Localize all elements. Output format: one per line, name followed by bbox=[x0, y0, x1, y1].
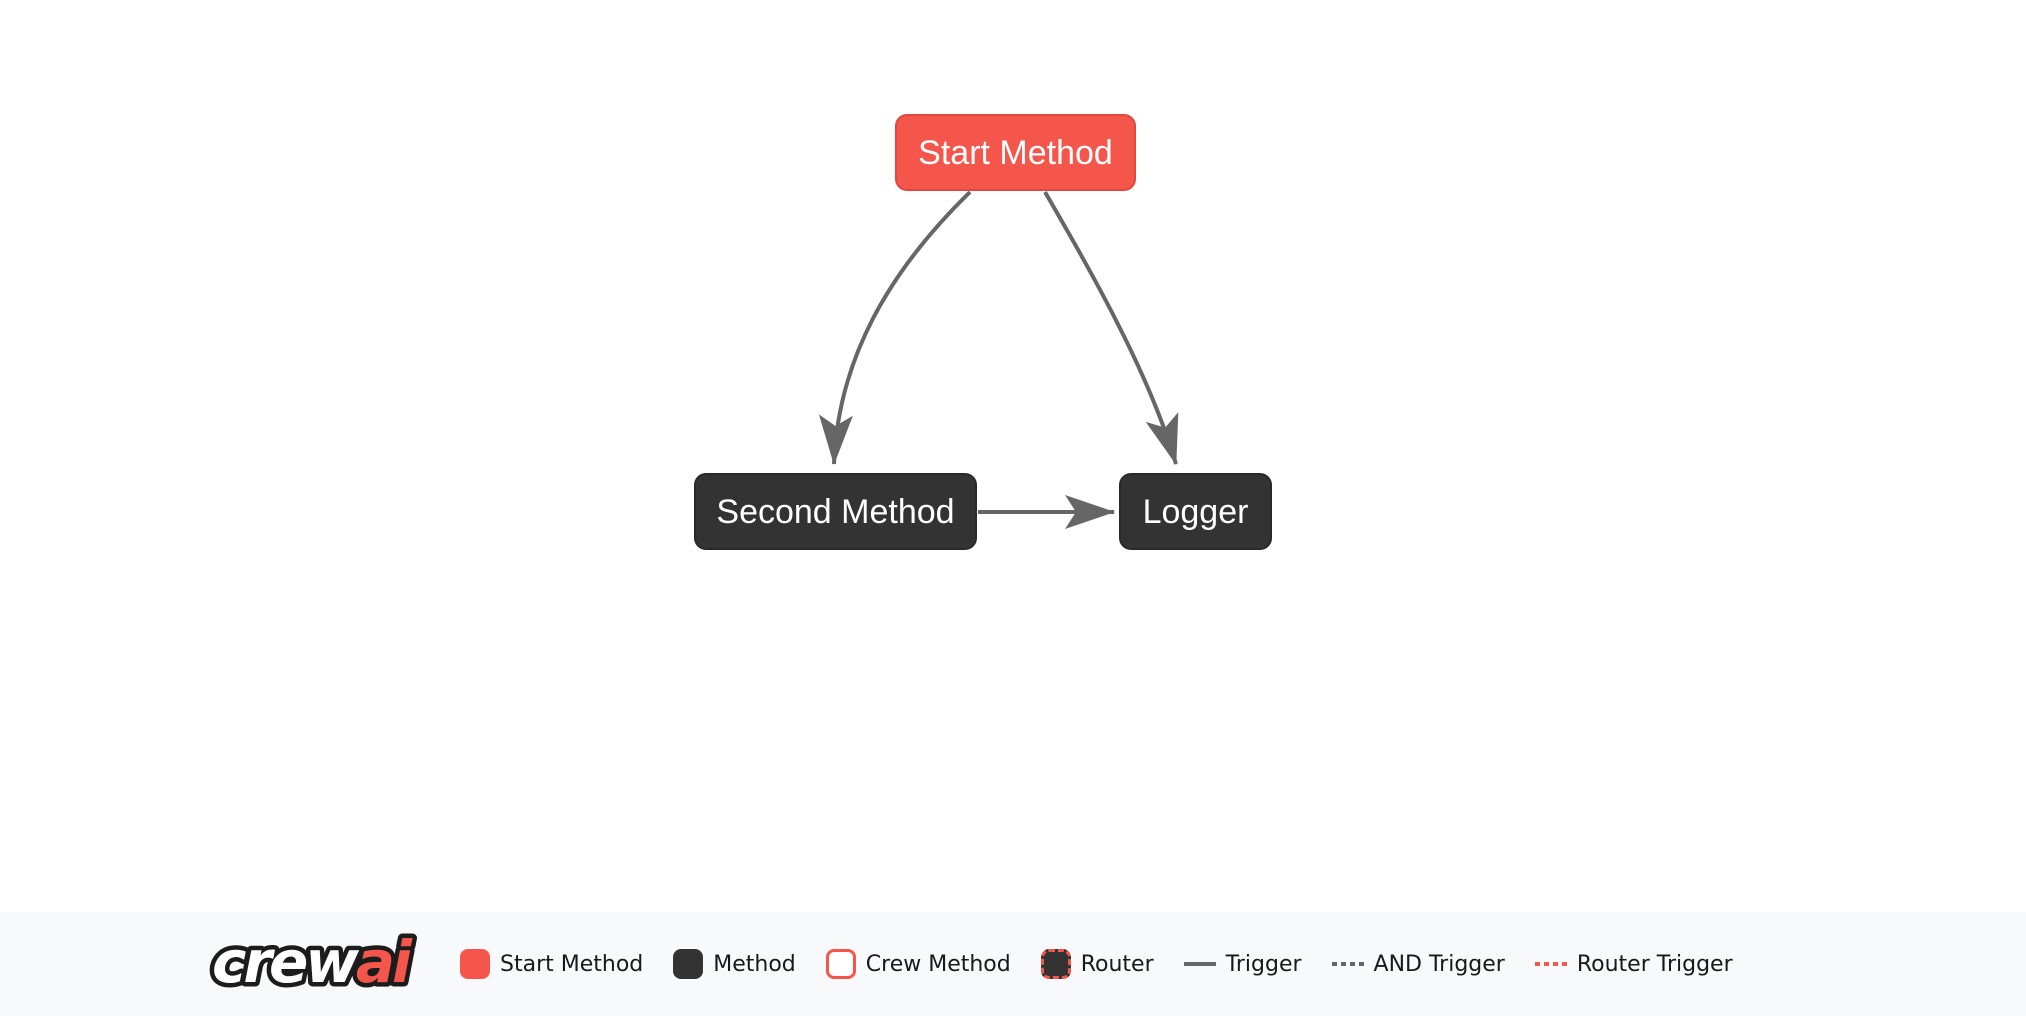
crew-method-swatch-icon bbox=[825, 949, 856, 979]
legend-item-trigger: Trigger bbox=[1183, 951, 1302, 977]
svg-text:crewai: crewai bbox=[212, 928, 413, 996]
edge-start-to-logger bbox=[1043, 191, 1179, 465]
trigger-line-icon bbox=[1183, 962, 1216, 966]
legend-label: Router bbox=[1080, 951, 1154, 977]
legend-label: Method bbox=[713, 951, 796, 977]
legend-item-crew-method: Crew Method bbox=[825, 949, 1011, 979]
router-swatch-icon bbox=[1040, 949, 1071, 979]
edges-layer bbox=[818, 190, 1179, 529]
legend-item-router-trigger: Router Trigger bbox=[1534, 951, 1733, 977]
legend-items: Start Method Method Crew Method Router T… bbox=[460, 949, 1733, 979]
legend-label: Router Trigger bbox=[1576, 951, 1733, 977]
legend-label: AND Trigger bbox=[1373, 951, 1505, 977]
legend-bar: crewai Start Method Method Crew Method R… bbox=[0, 912, 2026, 1016]
legend-item-method: Method bbox=[673, 949, 796, 979]
router-trigger-line-icon bbox=[1534, 962, 1567, 966]
node-start-method[interactable]: Start Method bbox=[895, 114, 1136, 191]
node-logger[interactable]: Logger bbox=[1119, 473, 1272, 550]
legend-label: Crew Method bbox=[865, 951, 1011, 977]
legend-label: Start Method bbox=[500, 951, 644, 977]
crewai-logo: crewai bbox=[208, 928, 421, 1000]
node-second-method[interactable]: Second Method bbox=[694, 473, 977, 550]
legend-item-and-trigger: AND Trigger bbox=[1331, 951, 1505, 977]
legend-label: Trigger bbox=[1225, 951, 1302, 977]
start-method-swatch-icon bbox=[460, 949, 490, 979]
logo-text-ai: ai bbox=[356, 928, 413, 996]
and-trigger-line-icon bbox=[1331, 962, 1364, 966]
legend-item-router: Router bbox=[1040, 949, 1154, 979]
legend-item-start-method: Start Method bbox=[460, 949, 643, 979]
method-swatch-icon bbox=[673, 949, 704, 979]
logo-text-crew: crew bbox=[212, 928, 359, 996]
edge-start-to-second bbox=[818, 190, 972, 465]
